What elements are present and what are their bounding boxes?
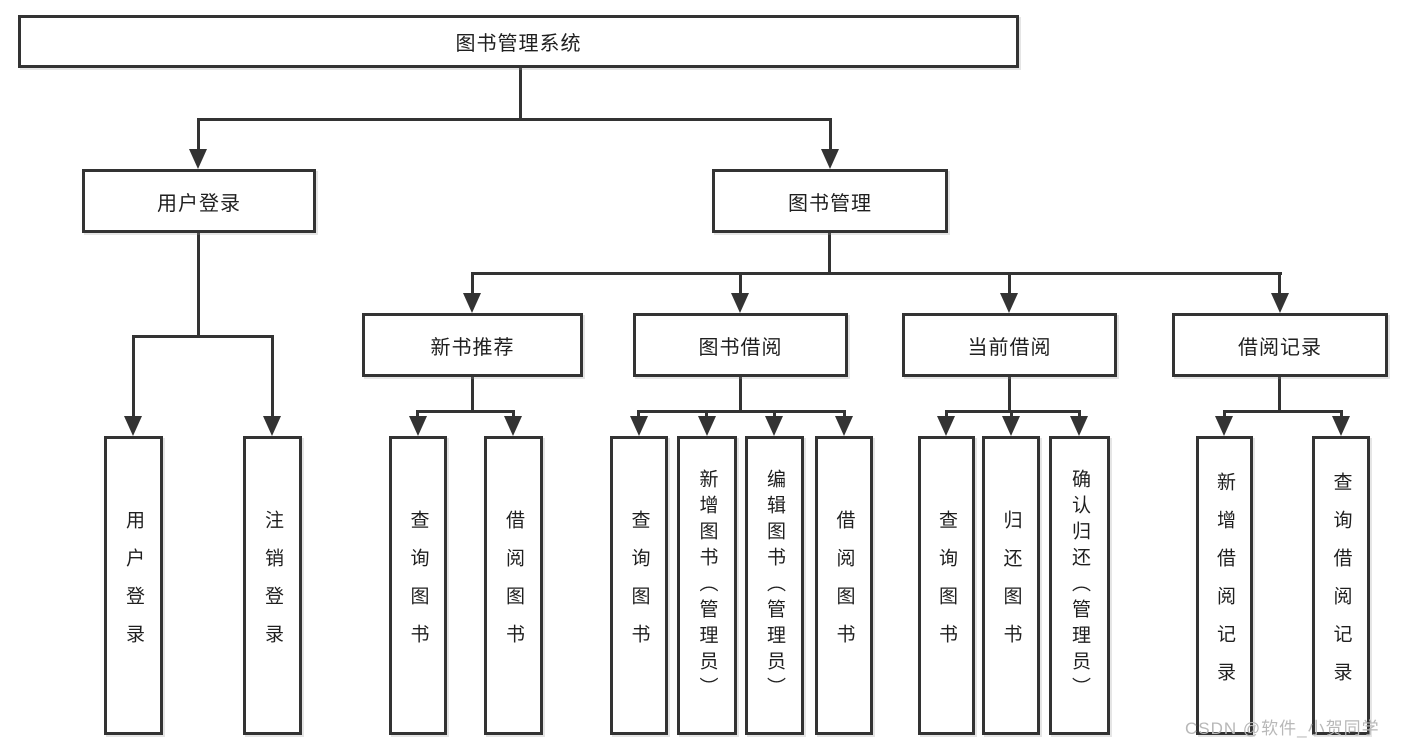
connector-arrow-line <box>705 410 708 418</box>
connector-arrow-line <box>197 118 200 150</box>
connector-bar <box>945 410 1081 413</box>
node-borrowing-records-label: 借阅记录 <box>1238 336 1322 359</box>
node-return-books-label: 归还图书 <box>1000 509 1022 662</box>
node-edit-books-admin: 编辑图书（管理员） <box>745 436 804 735</box>
node-library-system-label: 图书管理系统 <box>455 33 582 55</box>
node-borrow-books-recommend-label: 借阅图书 <box>503 509 524 662</box>
connector-arrow-line <box>773 410 776 418</box>
arrowhead-icon <box>124 416 142 436</box>
node-query-books-recommend: 查询图书 <box>389 436 447 735</box>
node-borrow-books-borrowing: 借阅图书 <box>815 436 873 735</box>
connector-userlogin-stub <box>197 233 200 338</box>
arrowhead-icon <box>765 416 783 436</box>
connector-stub <box>471 377 474 413</box>
node-return-books: 归还图书 <box>982 436 1040 735</box>
node-add-borrow-record-label: 新增借阅记录 <box>1214 471 1235 700</box>
node-library-system: 图书管理系统 <box>18 15 1019 68</box>
node-current-borrowing-label: 当前借阅 <box>967 336 1052 359</box>
arrowhead-icon <box>698 416 716 436</box>
node-confirm-return-admin: 确认归还（管理员） <box>1049 436 1110 735</box>
node-borrow-books-recommend: 借阅图书 <box>484 436 543 735</box>
node-user-login-label: 用户登录 <box>157 192 241 215</box>
connector-stub <box>1008 377 1011 413</box>
arrowhead-icon <box>1002 416 1020 436</box>
node-logout: 注销登录 <box>243 436 302 735</box>
node-book-borrowing: 图书借阅 <box>633 313 848 377</box>
node-logout-label: 注销登录 <box>262 509 283 662</box>
connector-arrow-line <box>945 410 948 418</box>
node-borrowing-records: 借阅记录 <box>1172 313 1388 377</box>
connector-stub <box>1278 377 1281 413</box>
connector-arrow-line <box>1223 410 1226 418</box>
node-user-login-leaf: 用户登录 <box>104 436 163 735</box>
arrowhead-icon <box>1332 416 1350 436</box>
node-query-books-current-label: 查询图书 <box>936 509 957 662</box>
arrowhead-icon <box>937 416 955 436</box>
node-query-books-current: 查询图书 <box>918 436 975 735</box>
node-add-books-admin-label: 新增图书（管理员） <box>696 468 718 703</box>
node-borrow-books-borrowing-label: 借阅图书 <box>833 509 855 662</box>
node-add-books-admin: 新增图书（管理员） <box>677 436 737 735</box>
connector-root-bar <box>197 118 832 121</box>
connector-arrow-line <box>1078 410 1081 418</box>
connector-arrow-line <box>1340 410 1343 418</box>
node-query-books-borrowing-label: 查询图书 <box>628 509 650 662</box>
arrowhead-icon <box>463 293 481 313</box>
arrowhead-icon <box>1070 416 1088 436</box>
connector-arrow-line <box>416 410 419 418</box>
arrowhead-icon <box>1271 293 1289 313</box>
node-query-books-recommend-label: 查询图书 <box>407 509 429 662</box>
arrowhead-icon <box>835 416 853 436</box>
node-user-login-leaf-label: 用户登录 <box>123 509 144 662</box>
node-user-login: 用户登录 <box>82 169 316 233</box>
node-add-borrow-record: 新增借阅记录 <box>1196 436 1253 735</box>
node-book-borrowing-label: 图书借阅 <box>698 336 783 359</box>
arrowhead-icon <box>731 293 749 313</box>
arrowhead-icon <box>409 416 427 436</box>
node-book-management-label: 图书管理 <box>788 192 872 215</box>
node-query-borrow-record-label: 查询借阅记录 <box>1330 471 1352 700</box>
connector-arrow-line <box>843 410 846 418</box>
node-query-books-borrowing: 查询图书 <box>610 436 668 735</box>
arrowhead-icon <box>1000 293 1018 313</box>
arrowhead-icon <box>189 149 207 169</box>
connector-arrow-line <box>512 410 515 418</box>
connector-bar <box>416 410 515 413</box>
connector-arrow-line <box>1008 272 1011 294</box>
connector-bookmgmt-bar <box>471 272 1282 275</box>
node-current-borrowing: 当前借阅 <box>902 313 1117 377</box>
connector-arrow-line <box>271 335 274 416</box>
connector-userlogin-bar <box>132 335 274 338</box>
node-edit-books-admin-label: 编辑图书（管理员） <box>764 468 785 703</box>
arrowhead-icon <box>504 416 522 436</box>
connector-bar <box>1223 410 1343 413</box>
connector-arrow-line <box>1278 272 1281 294</box>
arrowhead-icon <box>630 416 648 436</box>
connector-arrow-line <box>829 118 832 150</box>
connector-bookmgmt-stub <box>828 233 831 275</box>
connector-root-stub <box>519 68 522 121</box>
node-confirm-return-admin-label: 确认归还（管理员） <box>1069 468 1090 703</box>
csdn-watermark: CSDN @软件_小贺同学 <box>1185 719 1380 738</box>
node-new-book-recommend-label: 新书推荐 <box>430 336 515 359</box>
connector-bar <box>637 410 846 413</box>
node-new-book-recommend: 新书推荐 <box>362 313 583 377</box>
connector-arrow-line <box>739 272 742 294</box>
node-query-borrow-record: 查询借阅记录 <box>1312 436 1370 735</box>
connector-arrow-line <box>132 335 135 416</box>
arrowhead-icon <box>821 149 839 169</box>
arrowhead-icon <box>1215 416 1233 436</box>
connector-arrow-line <box>637 410 640 418</box>
node-book-management: 图书管理 <box>712 169 948 233</box>
connector-stub <box>739 377 742 413</box>
connector-arrow-line <box>471 272 474 294</box>
arrowhead-icon <box>263 416 281 436</box>
connector-arrow-line <box>1010 410 1013 418</box>
